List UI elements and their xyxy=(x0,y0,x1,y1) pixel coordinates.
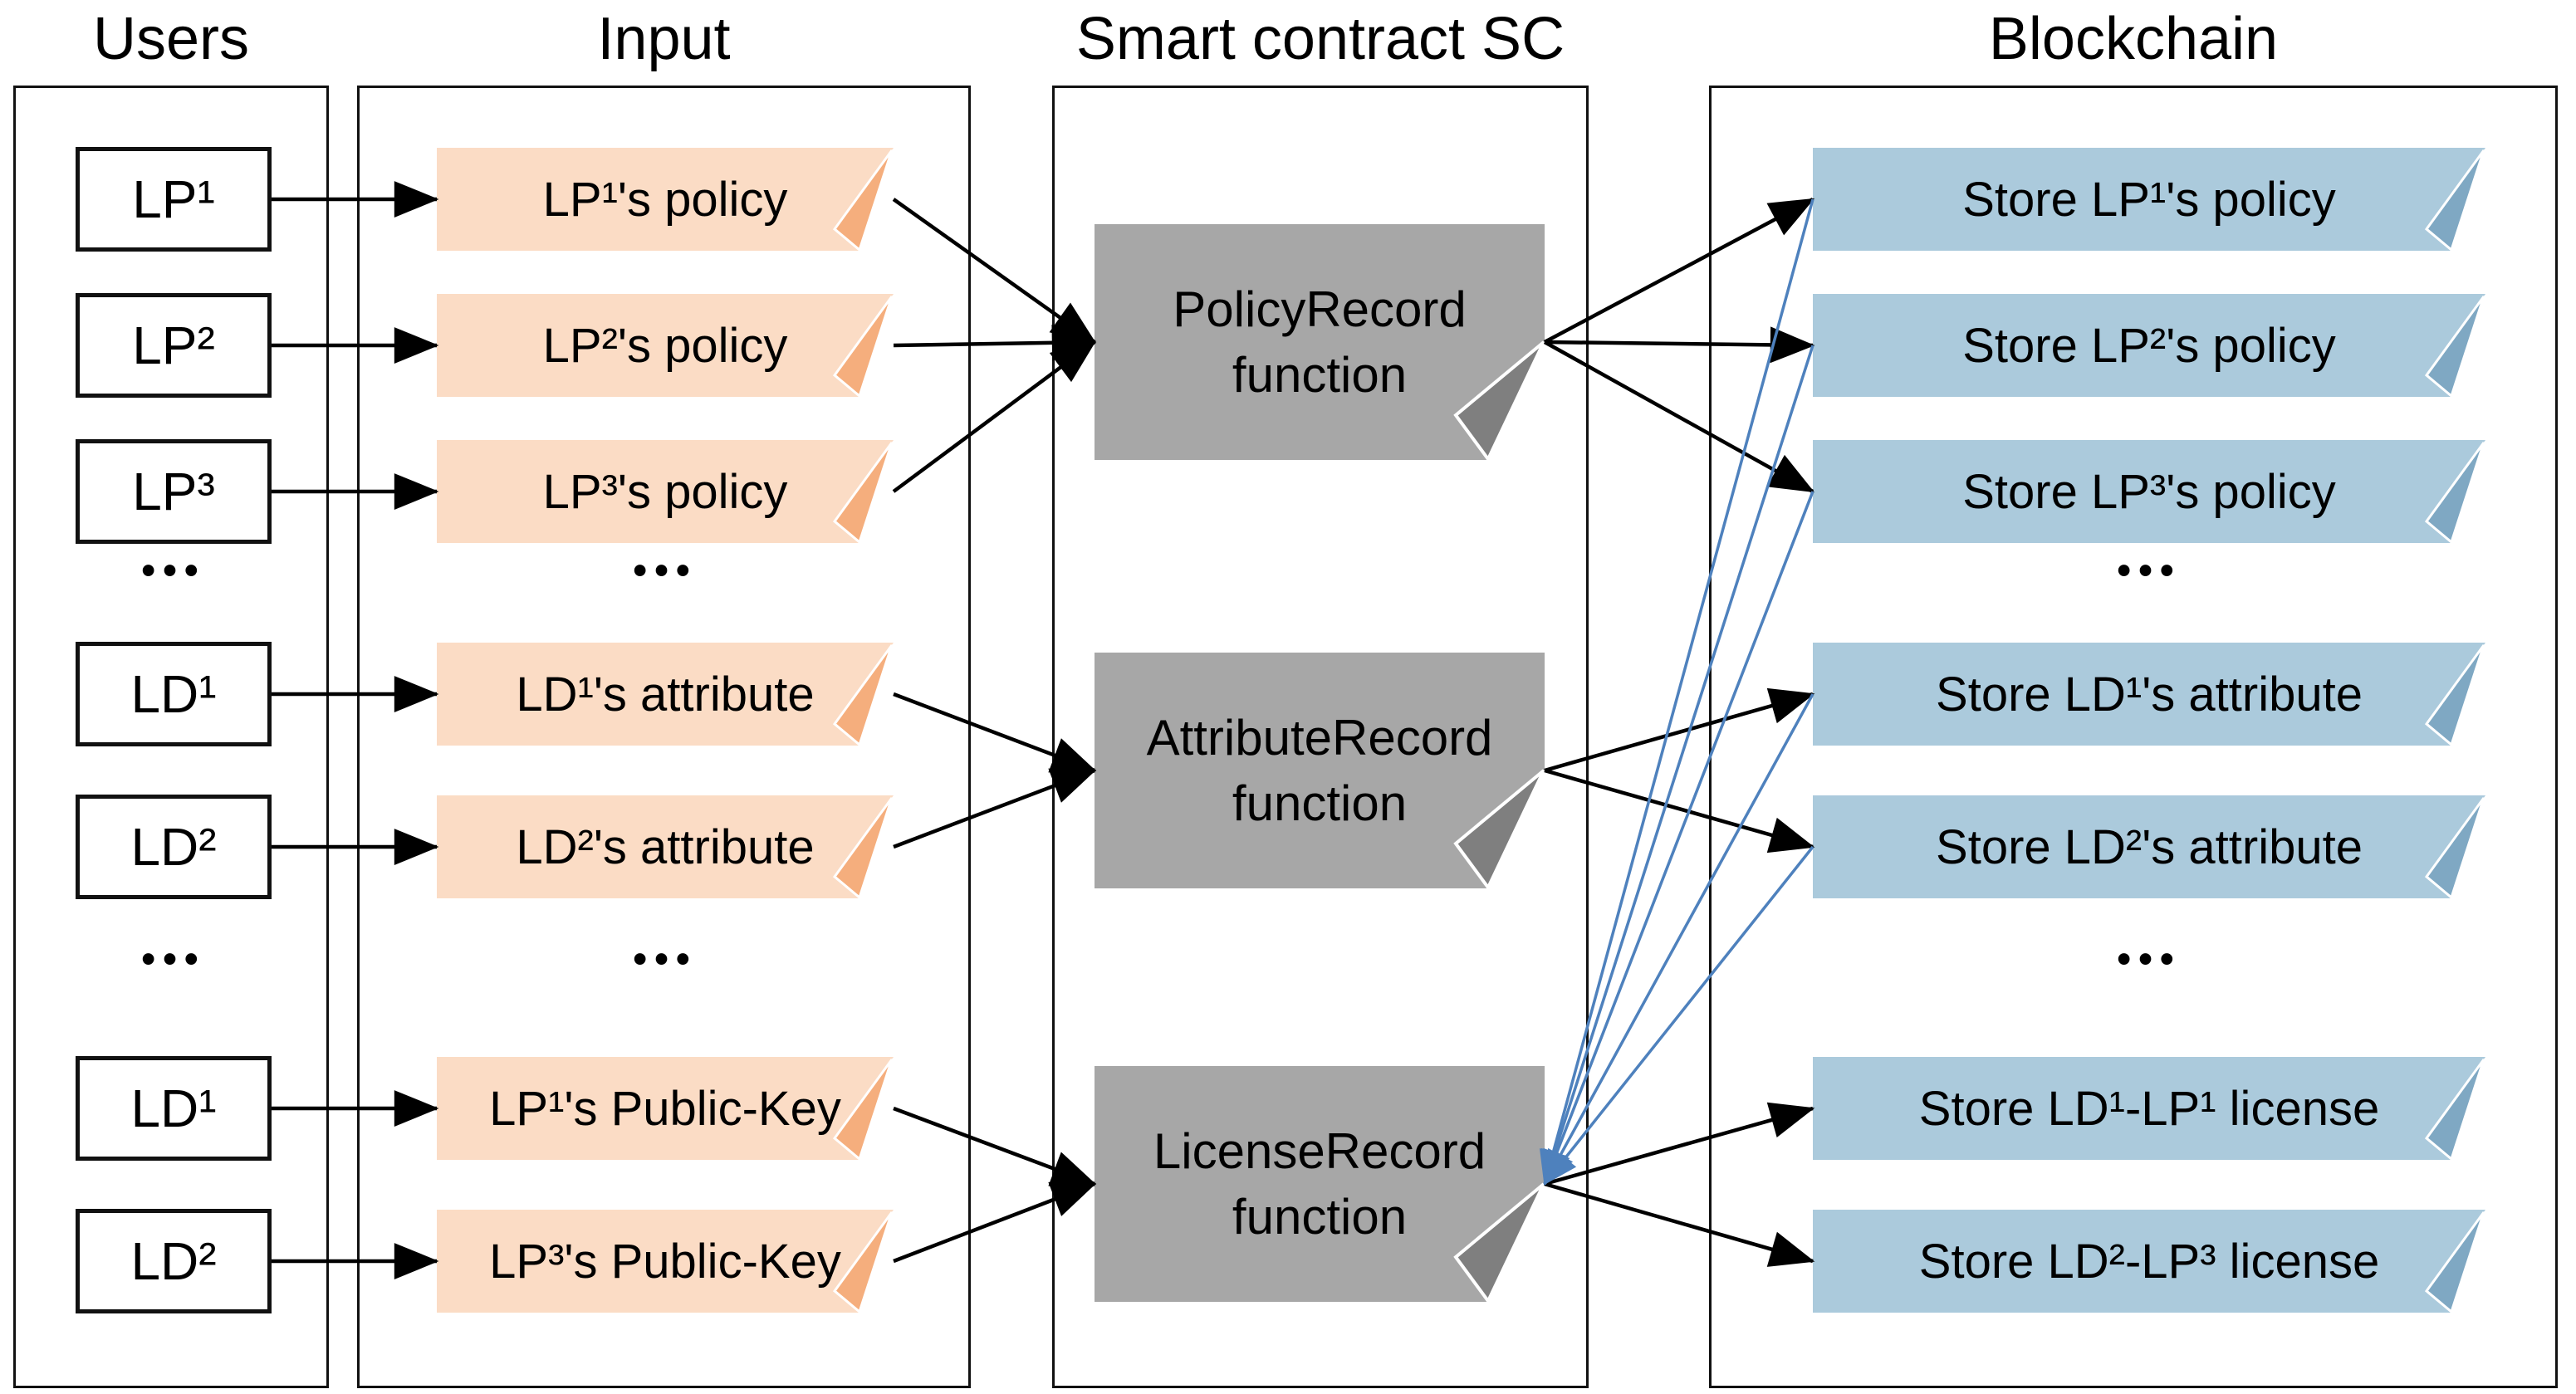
user-box-ld1: LD¹ xyxy=(76,642,272,746)
user-box-ld1b: LD¹ xyxy=(76,1056,272,1161)
input-note-lp1-publickey: LP¹'s Public-Key xyxy=(437,1057,894,1160)
input-note-lp1-policy: LP¹'s policy xyxy=(437,148,894,251)
users-ellipsis-1: ••• xyxy=(141,549,206,593)
container-users xyxy=(13,86,329,1388)
input-note-lp3-policy: LP³'s policy xyxy=(437,440,894,543)
blockchain-ellipsis-1: ••• xyxy=(2117,549,2182,593)
user-box-lp2: LP² xyxy=(76,293,272,398)
store-label: Store LP²'s policy xyxy=(1962,318,2336,373)
column-title-blockchain: Blockchain xyxy=(1988,6,2279,72)
store-note-ld1-attribute: Store LD¹'s attribute xyxy=(1813,643,2485,746)
store-note-ld2-lp3-license: Store LD²-LP³ license xyxy=(1813,1210,2485,1313)
blockchain-ellipsis-2: ••• xyxy=(2117,937,2182,981)
fn-license-record: LicenseRecord function xyxy=(1095,1066,1545,1302)
store-note-lp1-policy: Store LP¹'s policy xyxy=(1813,148,2485,251)
user-box-lp3: LP³ xyxy=(76,439,272,544)
store-note-lp2-policy: Store LP²'s policy xyxy=(1813,294,2485,397)
user-box-lp1: LP¹ xyxy=(76,147,272,252)
function-label: AttributeRecord function xyxy=(1146,709,1493,831)
input-note-lp3-publickey: LP³'s Public-Key xyxy=(437,1210,894,1313)
function-label: LicenseRecord function xyxy=(1153,1123,1486,1245)
user-box-label: LP¹ xyxy=(132,169,215,229)
column-title-smart-contract: Smart contract SC xyxy=(1075,6,1565,72)
fn-policy-record: PolicyRecord function xyxy=(1095,224,1545,460)
note-label: LD¹'s attribute xyxy=(516,667,815,721)
fn-attribute-record: AttributeRecord function xyxy=(1095,653,1545,888)
user-box-ld2b: LD² xyxy=(76,1209,272,1313)
store-note-ld1-lp1-license: Store LD¹-LP¹ license xyxy=(1813,1057,2485,1160)
note-label: LP³'s Public-Key xyxy=(489,1234,841,1289)
user-box-label: LD¹ xyxy=(130,664,217,724)
user-box-label: LD² xyxy=(130,1231,217,1291)
function-label: PolicyRecord function xyxy=(1173,281,1467,403)
column-title-input: Input xyxy=(597,6,731,72)
input-note-ld2-attribute: LD²'s attribute xyxy=(437,795,894,898)
store-note-lp3-policy: Store LP³'s policy xyxy=(1813,440,2485,543)
store-label: Store LP¹'s policy xyxy=(1962,172,2336,227)
input-note-ld1-attribute: LD¹'s attribute xyxy=(437,643,894,746)
column-title-users: Users xyxy=(92,6,249,72)
note-label: LP¹'s Public-Key xyxy=(489,1081,841,1136)
note-label: LP³'s policy xyxy=(542,464,788,519)
store-label: Store LP³'s policy xyxy=(1962,464,2336,519)
user-box-label: LP² xyxy=(132,315,215,375)
store-label: Store LD¹'s attribute xyxy=(1936,667,2363,721)
user-box-label: LD² xyxy=(130,817,217,877)
note-label: LP²'s policy xyxy=(542,318,788,373)
store-label: Store LD²-LP³ license xyxy=(1918,1234,2380,1289)
note-label: LD²'s attribute xyxy=(516,819,815,874)
input-note-lp2-policy: LP²'s policy xyxy=(437,294,894,397)
user-box-label: LP³ xyxy=(132,462,215,521)
input-ellipsis-2: ••• xyxy=(633,937,698,981)
note-label: LP¹'s policy xyxy=(542,172,788,227)
user-box-ld2: LD² xyxy=(76,795,272,899)
store-label: Store LD²'s attribute xyxy=(1936,819,2363,874)
input-ellipsis-1: ••• xyxy=(633,549,698,593)
user-box-label: LD¹ xyxy=(130,1079,217,1138)
users-ellipsis-2: ••• xyxy=(141,937,206,981)
store-label: Store LD¹-LP¹ license xyxy=(1918,1081,2380,1136)
store-note-ld2-attribute: Store LD²'s attribute xyxy=(1813,795,2485,898)
